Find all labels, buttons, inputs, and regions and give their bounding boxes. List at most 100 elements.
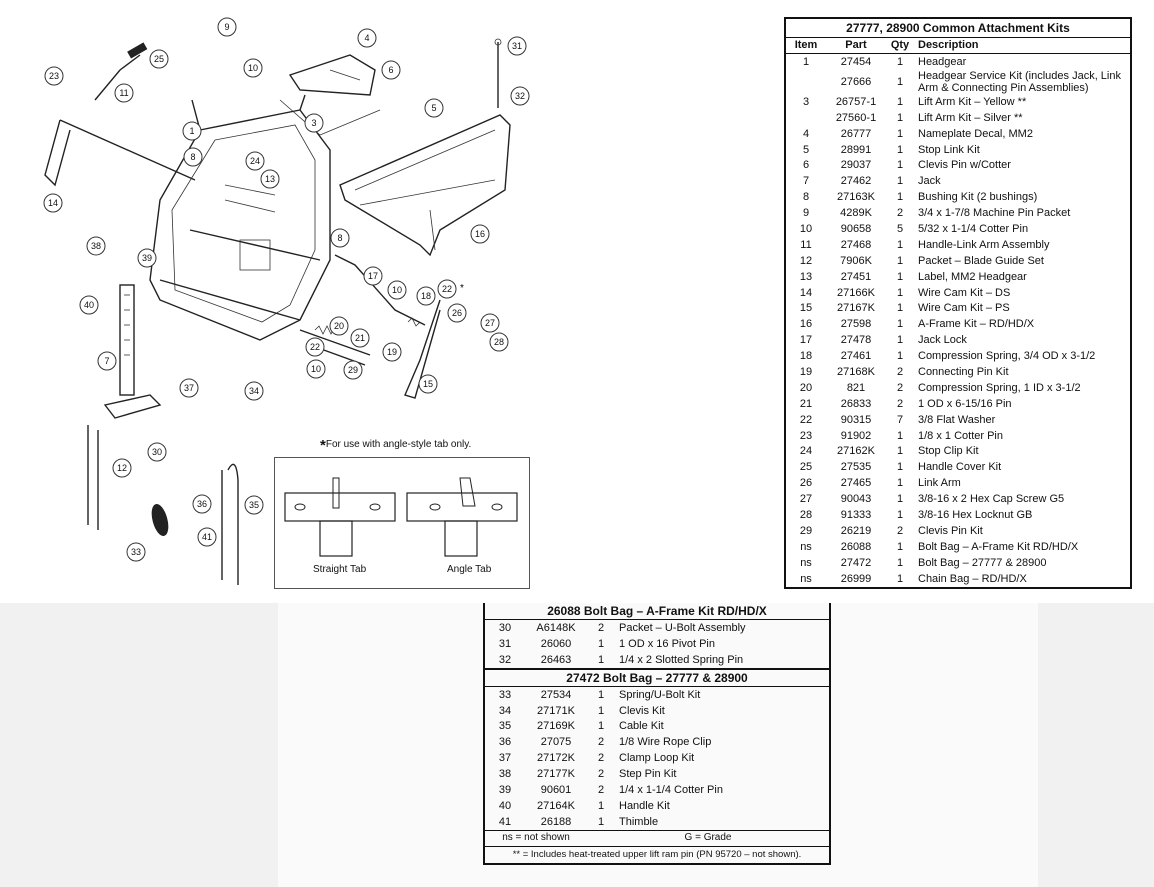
col-header-description: Description bbox=[914, 37, 1131, 54]
svg-text:35: 35 bbox=[249, 500, 259, 510]
cell-qty: 5 bbox=[896, 222, 904, 235]
callout-32: 32 bbox=[510, 86, 530, 106]
svg-text:40: 40 bbox=[84, 300, 94, 310]
cell-part: 27164K bbox=[537, 799, 575, 812]
cell-qty: 2 bbox=[896, 397, 904, 410]
callout-5: 5 bbox=[424, 98, 444, 118]
cell-qty: 1 bbox=[896, 350, 904, 363]
cell-desc: Link Arm bbox=[918, 477, 961, 490]
svg-text:28: 28 bbox=[494, 337, 504, 347]
callout-6: 6 bbox=[381, 60, 401, 80]
cell-qty: 1 bbox=[896, 111, 904, 124]
cell-qty: 1 bbox=[896, 477, 904, 490]
cell-qty: 1 bbox=[896, 75, 904, 88]
col-header-part: Part bbox=[826, 37, 886, 54]
cell-desc: 3/8-16 x 2 Hex Cap Screw G5 bbox=[918, 493, 1065, 506]
svg-text:5: 5 bbox=[431, 103, 436, 113]
cell-desc: Clevis Pin Kit bbox=[918, 524, 983, 537]
cell-part: 26088 bbox=[840, 540, 872, 553]
jack bbox=[103, 284, 162, 419]
callout-10c: 10 bbox=[306, 359, 326, 379]
cell-qty: 2 bbox=[597, 783, 605, 796]
svg-text:20: 20 bbox=[334, 321, 344, 331]
cell-part: 26777 bbox=[840, 127, 872, 140]
svg-text:37: 37 bbox=[184, 383, 194, 393]
cell-desc: Spring/U-Bolt Kit bbox=[619, 688, 701, 701]
cell-item: 40 bbox=[498, 799, 512, 812]
svg-text:1: 1 bbox=[189, 126, 194, 136]
cell-qty: 1 bbox=[896, 461, 904, 474]
callout-13: 13 bbox=[260, 169, 280, 189]
cell-part: A6148K bbox=[536, 621, 576, 634]
callout-3: 3 bbox=[304, 113, 324, 133]
svg-text:39: 39 bbox=[142, 253, 152, 263]
callout-34: 34 bbox=[244, 381, 264, 401]
cell-part: 91902 bbox=[840, 429, 872, 442]
callout-20: 20 bbox=[329, 316, 349, 336]
cell-desc: Stop Link Kit bbox=[918, 143, 980, 156]
callout-36: 36 bbox=[192, 494, 212, 514]
cell-part: 26188 bbox=[540, 815, 572, 828]
cell-desc: 3/4 x 1-7/8 Machine Pin Packet bbox=[918, 207, 1071, 220]
svg-text:19: 19 bbox=[387, 347, 397, 357]
svg-text:21: 21 bbox=[355, 333, 365, 343]
straight-tab-drawing bbox=[284, 477, 396, 557]
cell-part: 90043 bbox=[840, 493, 872, 506]
cell-item: 13 bbox=[799, 270, 813, 283]
cell-part: 27163K bbox=[837, 191, 875, 204]
cell-item: 27 bbox=[799, 493, 813, 506]
svg-text:7: 7 bbox=[104, 356, 109, 366]
cell-desc: 1 OD x 16 Pivot Pin bbox=[619, 637, 715, 650]
cell-qty: 1 bbox=[896, 191, 904, 204]
cell-qty: 1 bbox=[896, 127, 904, 140]
svg-text:13: 13 bbox=[265, 174, 275, 184]
svg-text:36: 36 bbox=[197, 499, 207, 509]
callout-9: 9 bbox=[217, 17, 237, 37]
cell-qty: 2 bbox=[896, 365, 904, 378]
cell-desc: 1/8 Wire Rope Clip bbox=[619, 736, 712, 749]
straight-tab-label: Straight Tab bbox=[313, 564, 367, 575]
callout-41: 41 bbox=[197, 527, 217, 547]
cell-desc: Chain Bag – RD/HD/X bbox=[918, 572, 1027, 585]
cell-item: 18 bbox=[799, 350, 813, 363]
cell-qty: 1 bbox=[896, 318, 904, 331]
cell-qty: 1 bbox=[597, 688, 605, 701]
cell-part: 91333 bbox=[840, 508, 872, 521]
cell-desc: Step Pin Kit bbox=[619, 768, 677, 781]
cell-qty: 1 bbox=[896, 238, 904, 251]
cell-qty: 1 bbox=[896, 508, 904, 521]
cell-item: 9 bbox=[802, 207, 810, 220]
cell-item: 24 bbox=[799, 445, 813, 458]
spring-u-bolt bbox=[151, 504, 169, 536]
callout-17: 17 bbox=[363, 266, 383, 286]
svg-text:4: 4 bbox=[364, 33, 369, 43]
svg-text:15: 15 bbox=[423, 379, 433, 389]
callout-16: 16 bbox=[470, 224, 490, 244]
callout-35: 35 bbox=[244, 495, 264, 515]
cell-part: 7906K bbox=[840, 254, 872, 267]
cell-item: 12 bbox=[799, 254, 813, 267]
cell-part: 27666 bbox=[840, 75, 872, 88]
angle-tab-note: *For use with angle-style tab only. bbox=[320, 437, 471, 454]
callout-33: 33 bbox=[126, 542, 146, 562]
cell-desc: Thimble bbox=[619, 815, 659, 828]
cell-item: 30 bbox=[498, 621, 512, 634]
callout-7: 7 bbox=[97, 351, 117, 371]
cell-item: 15 bbox=[799, 302, 813, 315]
common-attachment-kits-table: 27777, 28900 Common Attachment Kits Item… bbox=[784, 17, 1132, 589]
